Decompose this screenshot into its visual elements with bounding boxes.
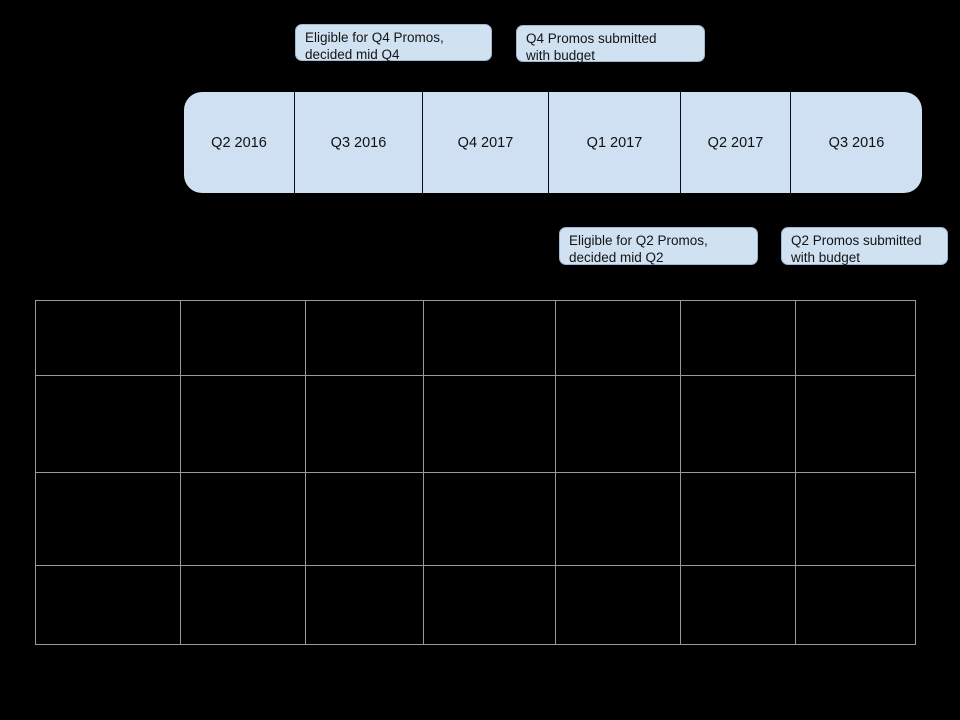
timeline-segment-5[interactable]: Q2 2017 [680,92,790,193]
timeline-segment-2[interactable]: Q3 2016 [294,92,422,193]
grid-cell[interactable] [680,565,796,645]
timeline-segment-label: Q4 2017 [457,134,514,151]
grid-cell[interactable] [305,565,424,645]
table-row [35,375,916,473]
grid-cell[interactable] [35,375,181,473]
grid-cell[interactable] [180,565,306,645]
callout-q2-eligible: Eligible for Q2 Promos, decided mid Q2 [559,227,758,265]
grid-cell[interactable] [35,472,181,566]
callout-q2-submitted: Q2 Promos submitted with budget [781,227,948,265]
grid-cell[interactable] [555,565,681,645]
grid-cell[interactable] [555,375,681,473]
timeline-segment-6[interactable]: Q3 2016 [790,92,922,193]
grid-cell[interactable] [305,375,424,473]
grid-cell[interactable] [680,300,796,376]
empty-grid [35,300,916,645]
grid-cell[interactable] [795,472,916,566]
grid-cell[interactable] [555,472,681,566]
table-row [35,472,916,566]
grid-cell[interactable] [305,300,424,376]
timeline-segment-label: Q3 2016 [828,134,885,151]
grid-cell[interactable] [180,300,306,376]
callout-q4-submitted: Q4 Promos submitted with budget [516,25,705,63]
grid-cell[interactable] [555,300,681,376]
quarter-timeline-bar: Q2 2016 Q3 2016 Q4 2017 Q1 2017 Q2 2017 … [184,92,922,193]
grid-cell[interactable] [795,300,916,376]
timeline-segment-label: Q2 2016 [211,134,267,151]
grid-cell[interactable] [795,375,916,473]
grid-cell[interactable] [180,472,306,566]
timeline-segment-label: Q3 2016 [330,134,387,151]
callout-q4-eligible: Eligible for Q4 Promos, decided mid Q4 [295,24,492,62]
grid-cell[interactable] [35,565,181,645]
table-row [35,565,916,645]
table-row [35,300,916,376]
grid-cell[interactable] [423,300,556,376]
grid-cell[interactable] [423,565,556,645]
grid-cell[interactable] [423,472,556,566]
grid-cell[interactable] [795,565,916,645]
grid-cell[interactable] [305,472,424,566]
grid-cell[interactable] [680,375,796,473]
timeline-segment-label: Q2 2017 [707,134,764,151]
grid-cell[interactable] [423,375,556,473]
timeline-segment-3[interactable]: Q4 2017 [422,92,548,193]
timeline-segment-label: Q1 2017 [586,134,643,151]
timeline-segment-1[interactable]: Q2 2016 [184,92,294,193]
grid-cell[interactable] [680,472,796,566]
grid-cell[interactable] [180,375,306,473]
timeline-segment-4[interactable]: Q1 2017 [548,92,680,193]
grid-cell[interactable] [35,300,181,376]
